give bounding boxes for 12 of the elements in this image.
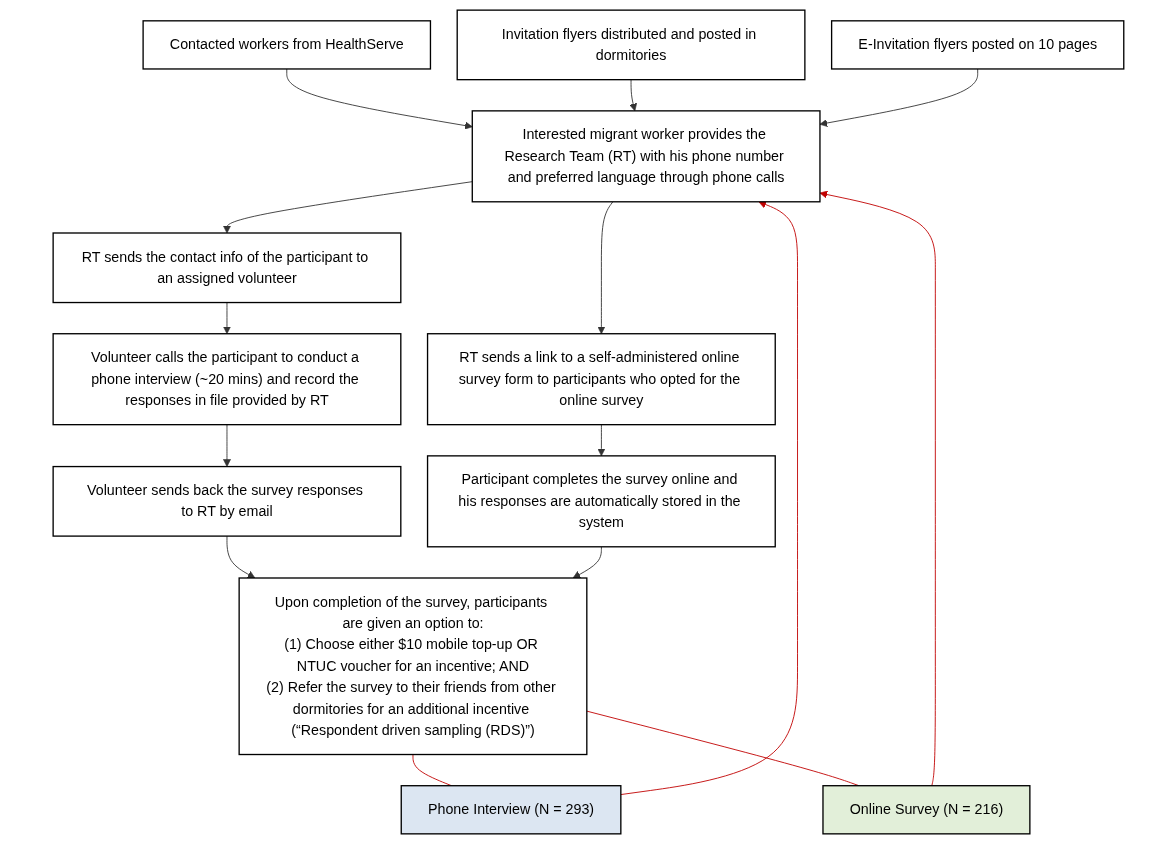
- node-box: Participant completes the survey online and his responses are automatically stored in the system: [426, 454, 776, 547]
- node-box: Phone Interview (N = 293): [400, 784, 622, 834]
- node-box: Contacted workers from HealthServe: [142, 19, 431, 70]
- node-box: Upon completion of the survey, participants are given an option to: (1) Choose either $10 mobile top-up OR NTUC voucher for an incentive; AND (2) Refer the survey to their friends from other dormitories for an additional incentive (“Respondent driven sampling (RDS)”): [238, 576, 588, 755]
- node-box: RT sends a link to a self-administered online survey form to participants who opted for the online survey: [426, 332, 776, 425]
- node-box: E-Invitation flyers posted on 10 pages: [830, 19, 1124, 70]
- node-box: Online Survey (N = 216): [821, 784, 1031, 834]
- node-box: Interested migrant worker provides the Research Team (RT) with his phone number and preferred language through phone calls: [471, 109, 821, 202]
- node-box: Volunteer calls the participant to conduct a phone interview (~20 mins) and record the responses in file provided by RT: [52, 332, 402, 425]
- node-box: Volunteer sends back the survey responses to RT by email: [52, 465, 402, 537]
- node-box: Invitation flyers distributed and posted in dormitories: [456, 8, 806, 80]
- node-box: RT sends the contact info of the participant to an assigned volunteer: [52, 231, 402, 303]
